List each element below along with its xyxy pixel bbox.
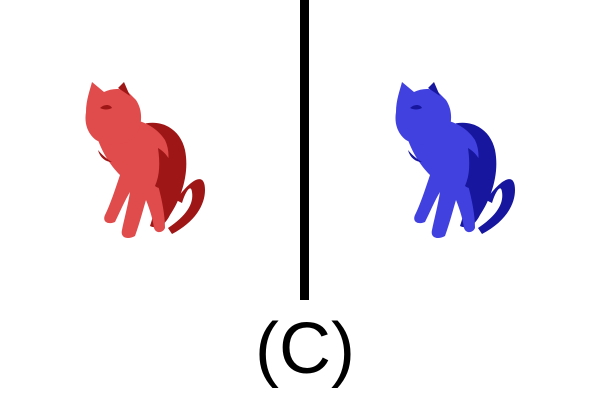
divider-line — [300, 0, 309, 300]
cat-icon — [85, 82, 205, 238]
cat-icon — [395, 82, 515, 238]
left-panel — [0, 0, 300, 300]
figure-caption: (C) — [255, 309, 355, 389]
right-panel — [310, 0, 610, 300]
